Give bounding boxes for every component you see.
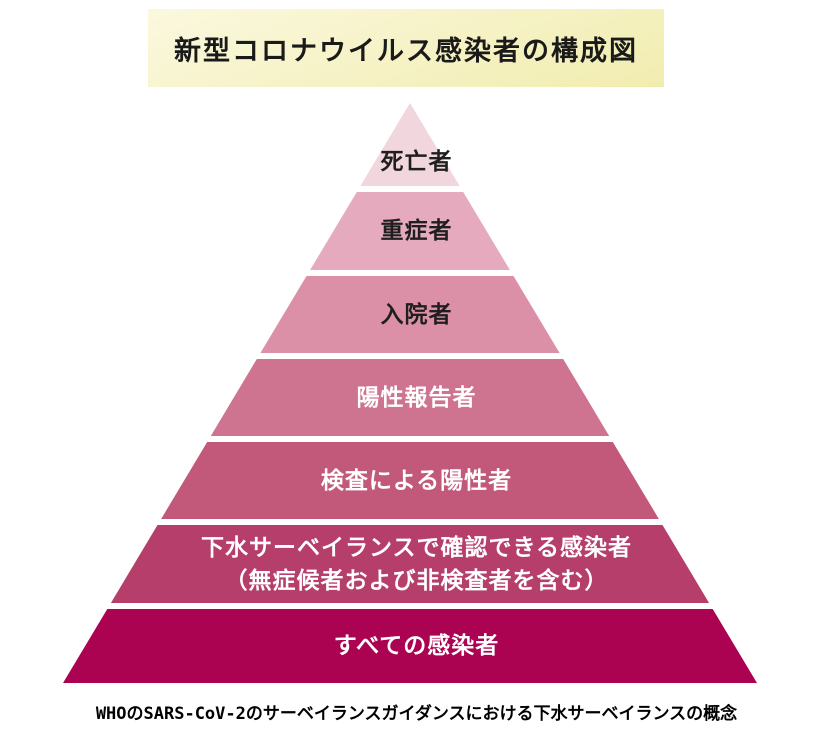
caption: WHOのSARS-CoV-2のサーベイランスガイダンスにおける下水サーベイランス…: [95, 704, 738, 724]
pyramid-layer-deaths: [360, 103, 460, 186]
title-banner: 新型コロナウイルス感染者の構成図: [148, 9, 664, 87]
pyramid-layer-all-infected: [63, 609, 757, 683]
pyramid-layer-wastewater-detectable: [110, 525, 710, 603]
pyramid-layer-reported-positives: [210, 359, 610, 436]
pyramid-layer-hospitalized: [260, 276, 560, 353]
pyramid-layer-test-positives: [161, 442, 659, 519]
diagram-title: 新型コロナウイルス感染者の構成図: [174, 35, 638, 66]
pyramid-layer-severe-cases: [310, 192, 510, 270]
